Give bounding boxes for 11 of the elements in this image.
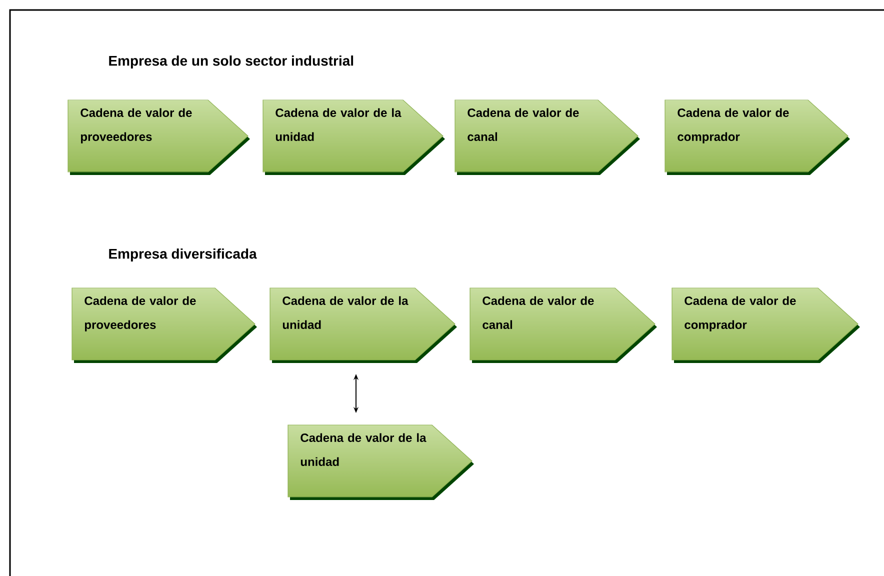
- pentagon-arrow-box: Cadena de valor de la unidad: [262, 100, 445, 175]
- pentagon-arrow-box: Cadena de valor de comprador: [664, 100, 850, 175]
- pentagon-arrow-box: Cadena de valor de la unidad: [270, 288, 457, 363]
- pentagon-arrow-box: Cadena de valor de canal: [470, 288, 657, 363]
- pentagon-arrow-box: Cadena de valor de proveedores: [68, 100, 250, 175]
- pentagon-arrow-box: Cadena de valor de canal: [454, 100, 640, 175]
- pentagon-arrow-box: Cadena de valor de la unidad: [288, 424, 474, 500]
- pentagon-arrow-box: Cadena de valor de proveedores: [72, 288, 257, 363]
- section-heading: Empresa diversificada: [109, 248, 257, 262]
- section-heading: Empresa de un solo sector industrial: [109, 55, 354, 69]
- pentagon-arrow-box: Cadena de valor de comprador: [672, 288, 860, 363]
